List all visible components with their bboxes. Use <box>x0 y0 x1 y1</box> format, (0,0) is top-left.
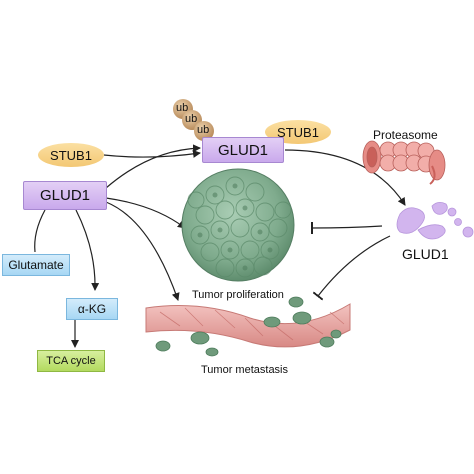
ub-label-1: ub <box>176 102 189 114</box>
arrow-glud1-to-tumor-proliferation <box>105 197 186 229</box>
glud1-box: GLUD1 <box>23 181 107 210</box>
arrow-glud1-ub-to-degradation <box>284 149 406 206</box>
line-to-glutamate <box>34 209 46 253</box>
blood-vessel <box>145 296 351 357</box>
ubiquitin-chain <box>173 99 214 141</box>
inhibit-tumor-metastasis <box>312 235 391 301</box>
stub1-left-oval: STUB1 <box>38 143 104 167</box>
arrow-glud1-to-tumor-metastasis <box>105 201 180 301</box>
tumor-metastasis-label: Tumor metastasis <box>201 364 289 376</box>
arrows <box>34 144 406 348</box>
proteasome-label: Proteasome <box>373 128 438 142</box>
ub-label-2: ub <box>185 113 198 125</box>
tumor-spheroid <box>181 168 295 282</box>
glud1-ubiquitinated-box: GLUD1 <box>202 137 284 163</box>
ub-bead-3 <box>194 121 214 141</box>
glud1-fragments-icon <box>396 202 474 240</box>
arrow-glud1-to-akg <box>75 209 100 291</box>
glutamate-box: Glutamate <box>2 254 70 276</box>
alpha-kg-box: α-KG <box>66 298 118 320</box>
arrow-glud1-to-glud1-ubiquitinated <box>105 144 201 189</box>
glud1-degraded-label: GLUD1 <box>402 246 449 262</box>
proteasome-icon <box>362 140 446 185</box>
tca-cycle-box: TCA cycle <box>37 350 105 372</box>
arrow-stub1-to-glud1 <box>103 150 201 158</box>
inhibit-tumor-proliferation <box>310 221 383 235</box>
ub-label-3: ub <box>197 124 210 136</box>
tumor-proliferation-label: Tumor proliferation <box>192 289 284 301</box>
